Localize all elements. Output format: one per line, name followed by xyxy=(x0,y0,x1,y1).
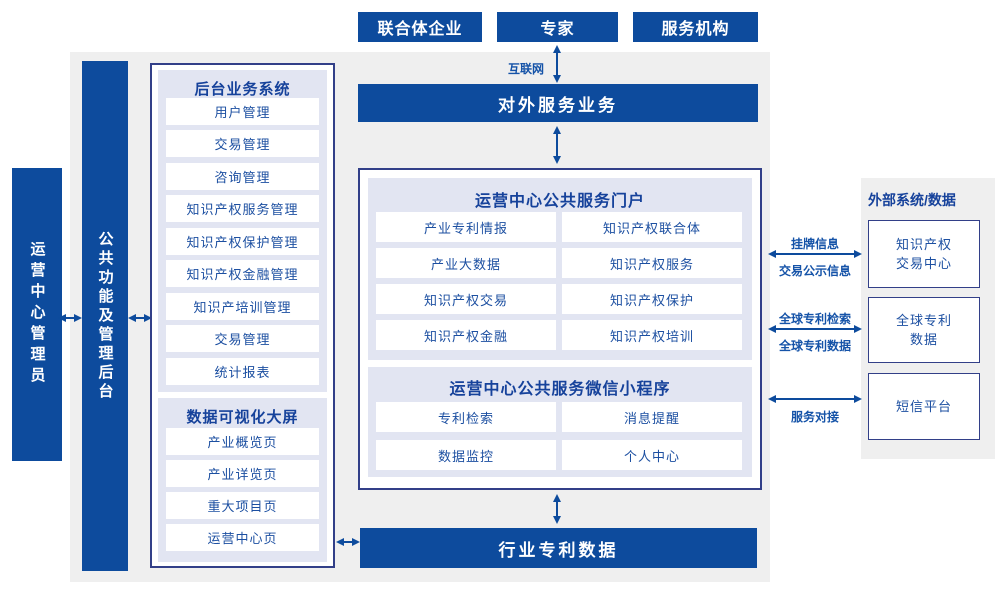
portal-item: 知识产权交易 xyxy=(376,284,556,314)
operations-admin-rail: 运营中心管理员 xyxy=(12,168,62,461)
mini-program-item: 消息提醒 xyxy=(562,402,742,432)
backend-system-panel: 后台业务系统 用户管理 交易管理 咨询管理 知识产权服务管理 知识产权保护管理 … xyxy=(158,70,327,392)
external-system-ip-trading-center: 知识产权 交易中心 xyxy=(868,220,980,288)
mini-program-item: 个人中心 xyxy=(562,440,742,470)
arrow-internet-vertical xyxy=(553,45,561,83)
actor-expert: 专家 xyxy=(497,12,618,42)
external-service-bar: 对外服务业务 xyxy=(358,84,758,122)
backend-item: 交易管理 xyxy=(166,130,319,157)
dashboard-panel: 数据可视化大屏 产业概览页 产业详览页 重大项目页 运营中心页 xyxy=(158,398,327,562)
portal-item: 知识产权培训 xyxy=(562,320,742,350)
portal-item: 产业大数据 xyxy=(376,248,556,278)
mini-program-title: 运营中心公共服务微信小程序 xyxy=(449,381,671,398)
backend-item: 咨询管理 xyxy=(166,163,319,190)
listing-info-label: 挂牌信息 xyxy=(790,237,839,251)
dashboard-item: 产业概览页 xyxy=(166,428,319,455)
portal-item: 产业专利情报 xyxy=(376,212,556,242)
public-function-backend-rail: 公共功能及管理后台 xyxy=(82,61,128,571)
dashboard-title: 数据可视化大屏 xyxy=(186,409,299,426)
backend-systems-box: 后台业务系统 用户管理 交易管理 咨询管理 知识产权服务管理 知识产权保护管理 … xyxy=(150,63,335,568)
arrow-service-connection xyxy=(768,395,862,403)
backend-item: 知识产培训管理 xyxy=(166,293,319,320)
public-service-box: 运营中心公共服务门户 产业专利情报 知识产权联合体 产业大数据 知识产权服务 知… xyxy=(358,168,762,490)
backend-item: 用户管理 xyxy=(166,98,319,125)
mini-program-panel: 运营中心公共服务微信小程序 专利检索 消息提醒 数据监控 个人中心 xyxy=(368,367,752,477)
portal-panel: 运营中心公共服务门户 产业专利情报 知识产权联合体 产业大数据 知识产权服务 知… xyxy=(368,178,752,360)
mini-program-item: 专利检索 xyxy=(376,402,556,432)
global-patent-data-label: 全球专利数据 xyxy=(778,339,851,353)
actor-consortium-enterprise: 联合体企业 xyxy=(358,12,482,42)
arrow-portal-to-patent-data xyxy=(553,494,561,524)
external-system-sms-platform: 短信平台 xyxy=(868,373,980,440)
backend-system-title: 后台业务系统 xyxy=(194,81,291,98)
internet-label: 互联网 xyxy=(507,62,544,76)
portal-item: 知识产权金融 xyxy=(376,320,556,350)
arrow-admin-to-backend xyxy=(58,314,82,322)
external-systems-title: 外部系统/数据 xyxy=(868,192,956,208)
actor-service-agency: 服务机构 xyxy=(633,12,758,42)
transaction-publicity-label: 交易公示信息 xyxy=(778,264,851,278)
backend-item: 知识产权金融管理 xyxy=(166,260,319,287)
portal-item: 知识产权服务 xyxy=(562,248,742,278)
industry-patent-data-bar: 行业专利数据 xyxy=(360,528,757,568)
mini-program-item: 数据监控 xyxy=(376,440,556,470)
dashboard-item: 重大项目页 xyxy=(166,492,319,519)
external-system-global-patent-data: 全球专利 数据 xyxy=(868,297,980,363)
arrow-service-to-portal xyxy=(553,126,561,164)
portal-item: 知识产权联合体 xyxy=(562,212,742,242)
arrow-backend-to-systems xyxy=(128,314,152,322)
backend-item: 交易管理 xyxy=(166,325,319,352)
backend-item: 知识产权保护管理 xyxy=(166,228,319,255)
global-patent-search-label: 全球专利检索 xyxy=(778,312,851,326)
backend-item: 知识产权服务管理 xyxy=(166,195,319,222)
arrow-global-patent xyxy=(768,325,862,333)
dashboard-item: 运营中心页 xyxy=(166,524,319,551)
service-connection-label: 服务对接 xyxy=(790,410,839,424)
portal-item: 知识产权保护 xyxy=(562,284,742,314)
backend-item: 统计报表 xyxy=(166,358,319,385)
arrow-listing-info xyxy=(768,250,862,258)
portal-title: 运营中心公共服务门户 xyxy=(474,193,645,210)
dashboard-item: 产业详览页 xyxy=(166,460,319,487)
arrow-dashboard-to-patent-data xyxy=(336,538,360,546)
